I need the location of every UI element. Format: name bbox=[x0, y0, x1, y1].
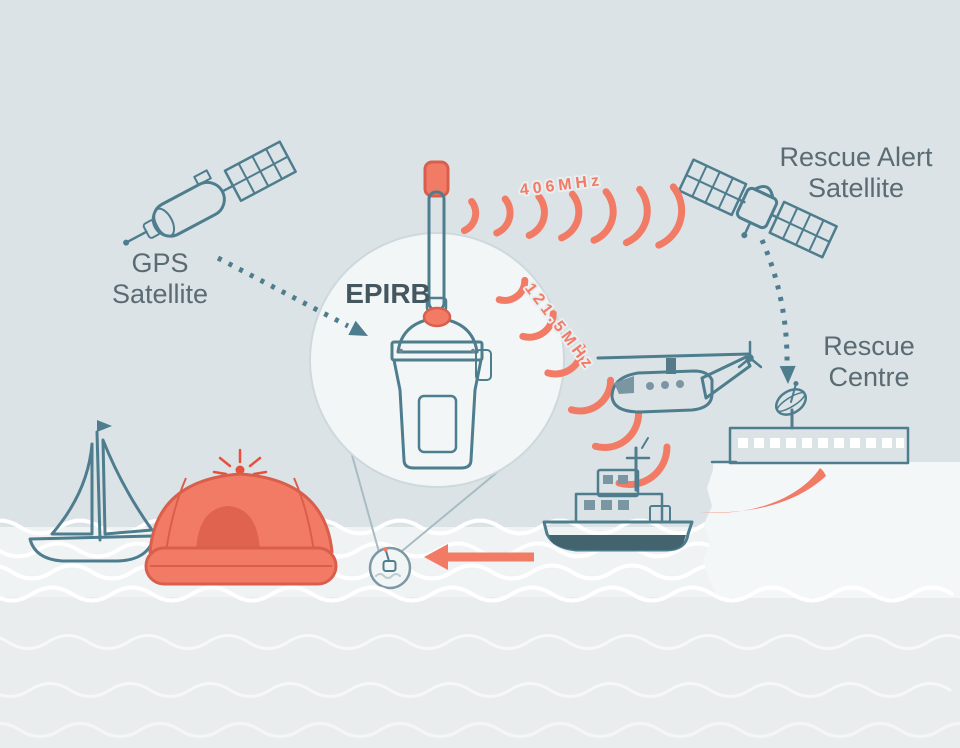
arrowhead bbox=[424, 544, 448, 570]
rescue-centre bbox=[703, 381, 960, 598]
rescue-alert-label-line1: Rescue Alert bbox=[779, 142, 933, 172]
jib-sail bbox=[50, 442, 94, 536]
main-rotor bbox=[596, 352, 751, 360]
raft-door bbox=[196, 506, 260, 552]
beacon-collar bbox=[422, 306, 452, 328]
band-bolt bbox=[398, 348, 404, 354]
satellite-dish-icon bbox=[774, 381, 808, 416]
gps-satellite-label-line1: GPS bbox=[131, 248, 188, 278]
floating-epirb-icon bbox=[375, 547, 401, 579]
gps-signal-arrow bbox=[216, 255, 368, 336]
flash-light bbox=[235, 465, 245, 475]
rescue-dispatch-arrow bbox=[700, 468, 826, 513]
signal-121-arcs bbox=[495, 276, 671, 489]
tail-rotor bbox=[737, 340, 763, 369]
mast bbox=[95, 430, 102, 542]
cabin-window bbox=[676, 380, 684, 388]
diagram-labels: GPS Satellite Rescue Alert Satellite Res… bbox=[112, 142, 933, 392]
rotor-mast bbox=[666, 358, 676, 374]
rescue-centre-building bbox=[728, 426, 910, 465]
cliff bbox=[703, 462, 960, 598]
arrowhead bbox=[348, 320, 368, 336]
antenna-tip bbox=[423, 160, 450, 198]
life-raft-icon bbox=[144, 448, 338, 586]
main-sail bbox=[101, 438, 154, 536]
epirb-label: EPIRB bbox=[345, 278, 431, 309]
building-windows bbox=[738, 438, 904, 448]
callout-line-left bbox=[351, 454, 380, 553]
fuselage bbox=[610, 369, 714, 414]
rescue-alert-label-line2: Satellite bbox=[808, 173, 904, 203]
rescue-alert-satellite-icon bbox=[677, 158, 838, 259]
lifeboat-icon bbox=[542, 437, 694, 552]
tail-boom bbox=[700, 355, 752, 400]
signal-406-arcs bbox=[460, 183, 686, 249]
band-bolt bbox=[470, 348, 476, 354]
cabin-window bbox=[661, 381, 669, 389]
epirb-screen bbox=[417, 394, 458, 454]
epirb-body bbox=[392, 358, 483, 470]
arrowhead bbox=[779, 365, 796, 384]
boat-to-epirb-arrow bbox=[424, 544, 534, 570]
floating-epirb-circle bbox=[368, 546, 412, 590]
epirb-device bbox=[390, 160, 492, 470]
flash-light-rays bbox=[212, 448, 268, 476]
satellite-to-centre-arrow bbox=[759, 239, 796, 384]
rescue-helicopter-icon bbox=[596, 340, 763, 414]
pennant bbox=[97, 420, 112, 432]
cabin-window bbox=[646, 382, 654, 390]
gps-satellite-label-line2: Satellite bbox=[112, 279, 208, 309]
cockpit-window bbox=[614, 376, 634, 394]
rescue-centre-label-line1: Rescue bbox=[823, 331, 915, 361]
rescue-centre-label-line2: Centre bbox=[828, 362, 909, 392]
gps-satellite-icon bbox=[123, 140, 297, 246]
hull-bottom bbox=[549, 535, 686, 550]
wheelhouse bbox=[596, 468, 640, 498]
